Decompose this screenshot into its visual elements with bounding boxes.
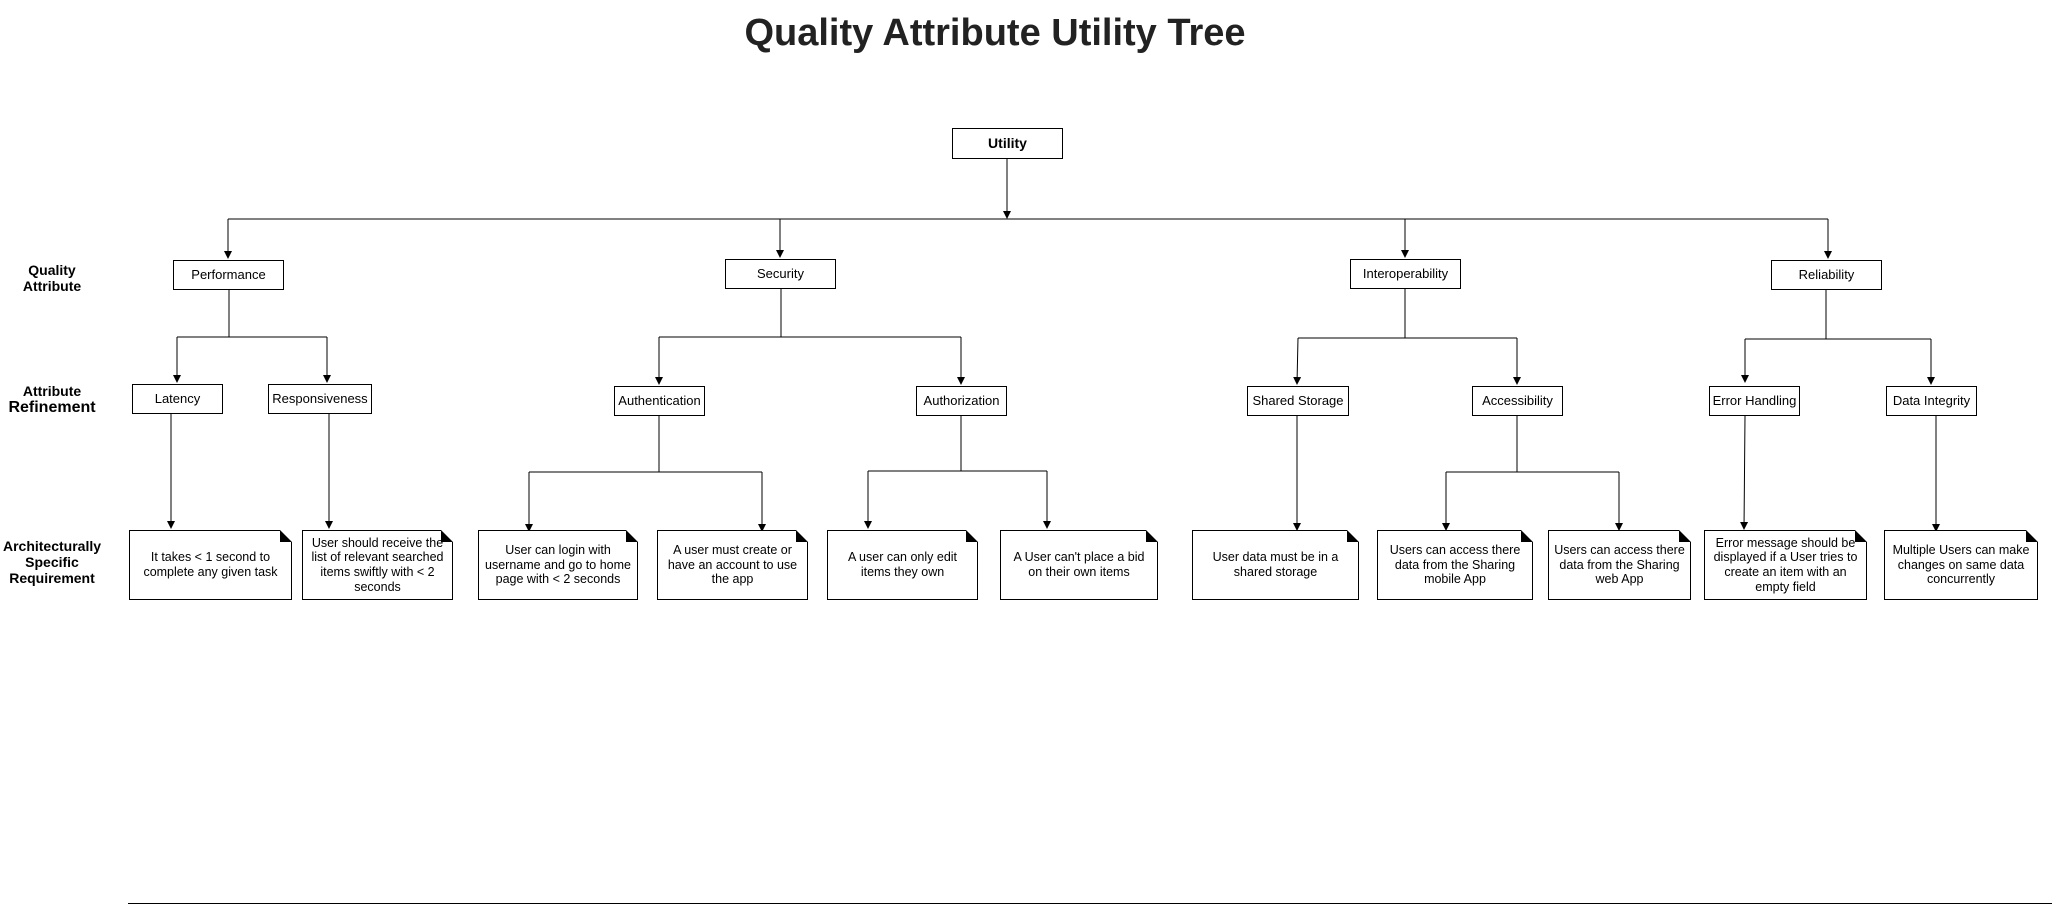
row-label-attribute-refinement: Attribute Refinement (0, 383, 107, 417)
node-attribute-reliability[interactable]: Reliability (1771, 260, 1882, 290)
note-requirement-error-message: Error message should be displayed if a U… (1704, 530, 1867, 600)
connector-error-handling-req (1740, 415, 1749, 530)
node-attribute-security[interactable]: Security (725, 259, 836, 289)
note-requirement-concurrency: Multiple Users can make changes on same … (1884, 530, 2038, 600)
row-label-requirement: Architecturally Specific Requirement (0, 538, 107, 586)
row-label-line: Attribute (22, 383, 82, 399)
diagram-title: Quality Attribute Utility Tree (744, 12, 1246, 54)
node-refinement-data-integrity[interactable]: Data Integrity (1886, 386, 1977, 416)
note-requirement-responsiveness: User should receive the list of relevant… (302, 530, 453, 600)
note-requirement-no-self-bid: A User can't place a bid on their own it… (1000, 530, 1158, 600)
bottom-divider (128, 903, 2052, 904)
note-requirement-latency: It takes < 1 second to complete any give… (129, 530, 292, 600)
node-refinement-error-handling[interactable]: Error Handling (1709, 386, 1800, 416)
note-requirement-web-access: Users can access there data from the Sha… (1548, 530, 1691, 600)
node-refinement-authentication[interactable]: Authentication (614, 386, 705, 416)
node-refinement-latency[interactable]: Latency (132, 384, 223, 414)
note-requirement-mobile-access: Users can access there data from the Sha… (1377, 530, 1533, 600)
note-requirement-account: A user must create or have an account to… (657, 530, 808, 600)
note-requirement-shared-storage: User data must be in a shared storage (1192, 530, 1359, 600)
row-label-line: Requirement (9, 570, 95, 587)
row-label-line: Refinement (8, 399, 96, 417)
node-attribute-performance[interactable]: Performance (173, 260, 284, 290)
row-label-line: Quality (28, 262, 76, 278)
row-label-line: Specific (25, 554, 79, 571)
node-refinement-authorization[interactable]: Authorization (916, 386, 1007, 416)
row-label-quality-attribute: Quality Attribute (0, 262, 107, 294)
connector-to-shared-storage (1293, 337, 1302, 385)
note-requirement-edit-items: A user can only edit items they own (827, 530, 978, 600)
row-label-line: Attribute (22, 278, 82, 295)
node-refinement-accessibility[interactable]: Accessibility (1472, 386, 1563, 416)
node-refinement-shared-storage[interactable]: Shared Storage (1247, 386, 1349, 416)
note-requirement-login: User can login with username and go to h… (478, 530, 638, 600)
row-label-line: Architecturally (2, 538, 102, 554)
node-utility[interactable]: Utility (952, 128, 1063, 159)
node-attribute-interoperability[interactable]: Interoperability (1350, 259, 1461, 289)
node-refinement-responsiveness[interactable]: Responsiveness (268, 384, 372, 414)
